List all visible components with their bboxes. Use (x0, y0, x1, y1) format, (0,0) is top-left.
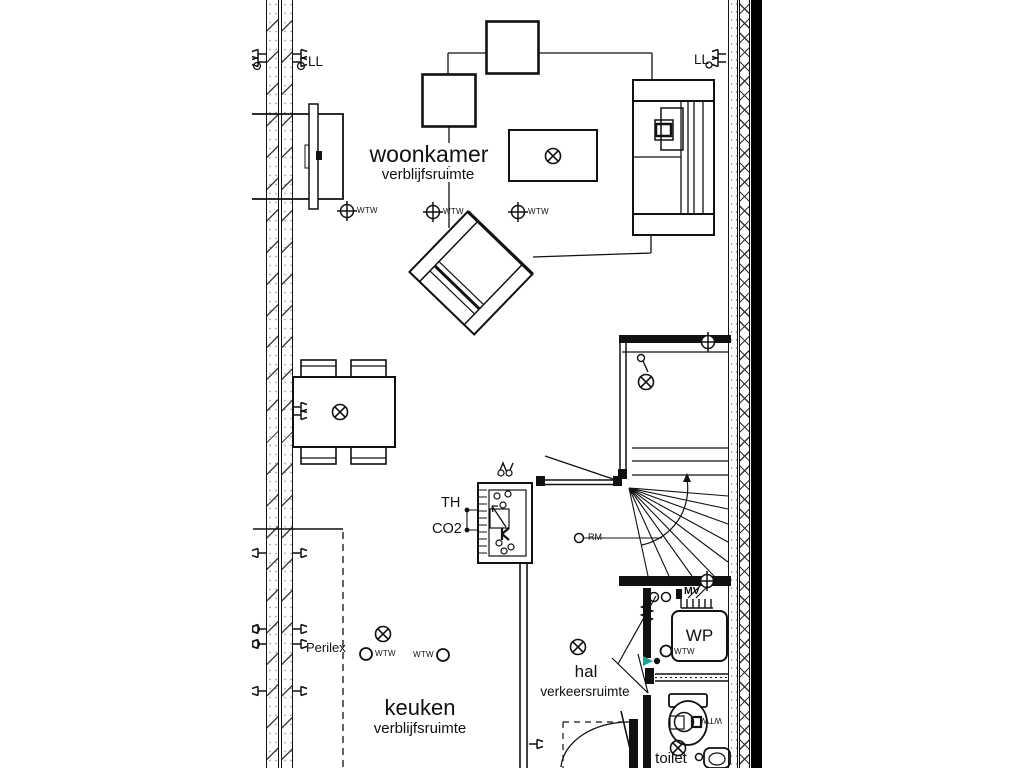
wtw-point-icon (659, 644, 673, 658)
right-wall-masonry-leaf (739, 0, 750, 768)
armchair (408, 210, 534, 336)
living-hall-wall (536, 455, 622, 486)
ceiling-light-icon (544, 147, 562, 165)
room-label-hal: hal (574, 662, 598, 681)
mv-symbol-cluster (639, 585, 713, 624)
wtw-point-icon (436, 648, 450, 662)
walking-line-arc (641, 478, 689, 546)
thermostat-co2-panel (464, 482, 533, 564)
wc-toilet (668, 693, 708, 746)
wtw-valve-icon (422, 201, 444, 223)
kitchen-counter (253, 528, 344, 768)
drain-marker (643, 656, 661, 666)
toilet-partition-wall (645, 668, 728, 684)
wtw-valve-icon (696, 570, 718, 592)
room-type-hal: verkeersruimte (540, 684, 630, 699)
sofa (632, 79, 715, 236)
ceiling-light-icon (569, 638, 587, 656)
room-label-keuken: keuken (384, 695, 456, 720)
front-door (560, 710, 638, 768)
square-table-upper (485, 20, 540, 75)
vent-valve-icon (497, 462, 514, 477)
label-wtw: WTW (357, 206, 378, 215)
label-wtw: WTW (413, 650, 434, 659)
wtw-valve-icon (507, 201, 529, 223)
label-wp: WP (685, 626, 714, 645)
ceiling-light-icon (637, 373, 655, 391)
sideboard (252, 103, 344, 210)
wtw-valve-icon (336, 200, 358, 222)
label-wtw: WTW (443, 207, 464, 216)
dining-set (292, 359, 396, 465)
label-perilex: Perilex (306, 640, 346, 655)
label-wtw-rotated: WTW (701, 716, 722, 725)
room-type-keuken: verblijfsruimte (373, 720, 467, 737)
heat-pump-unit (671, 610, 728, 662)
room-label-toilet: toilet (655, 750, 687, 767)
flex-connection-zigzag (639, 602, 655, 624)
label-co2: CO2 (432, 521, 462, 537)
room-type-woonkamer: verblijfsruimte (379, 166, 477, 183)
label-wtw: WTW (375, 649, 396, 658)
coffee-table (508, 129, 598, 182)
right-wall-solid-band (751, 0, 762, 768)
toilet-door-leaves (611, 595, 657, 694)
wall-sockets (251, 48, 727, 750)
ceiling-light-icon (374, 625, 392, 643)
left-wall-inner-leaf (266, 0, 279, 768)
smoke-detector (573, 532, 662, 544)
door-leaf (544, 455, 620, 482)
room-label-woonkamer: woonkamer (367, 141, 491, 167)
staircase (618, 335, 731, 586)
label-ll-left: LL (308, 54, 324, 69)
label-ll-right: LL (694, 52, 710, 67)
label-rm: RM (588, 532, 602, 542)
label-wtw: WTW (528, 207, 549, 216)
label-th: TH (441, 495, 461, 511)
right-wall-inner-leaf (728, 0, 738, 768)
label-wtw: WTW (674, 647, 695, 656)
square-table-lower (421, 73, 477, 128)
walking-line-arrow (683, 473, 691, 482)
ceiling-light-icon (331, 403, 349, 421)
label-mv: MV (684, 585, 700, 597)
wtw-point-icon (359, 647, 373, 661)
hand-basin (694, 747, 731, 768)
